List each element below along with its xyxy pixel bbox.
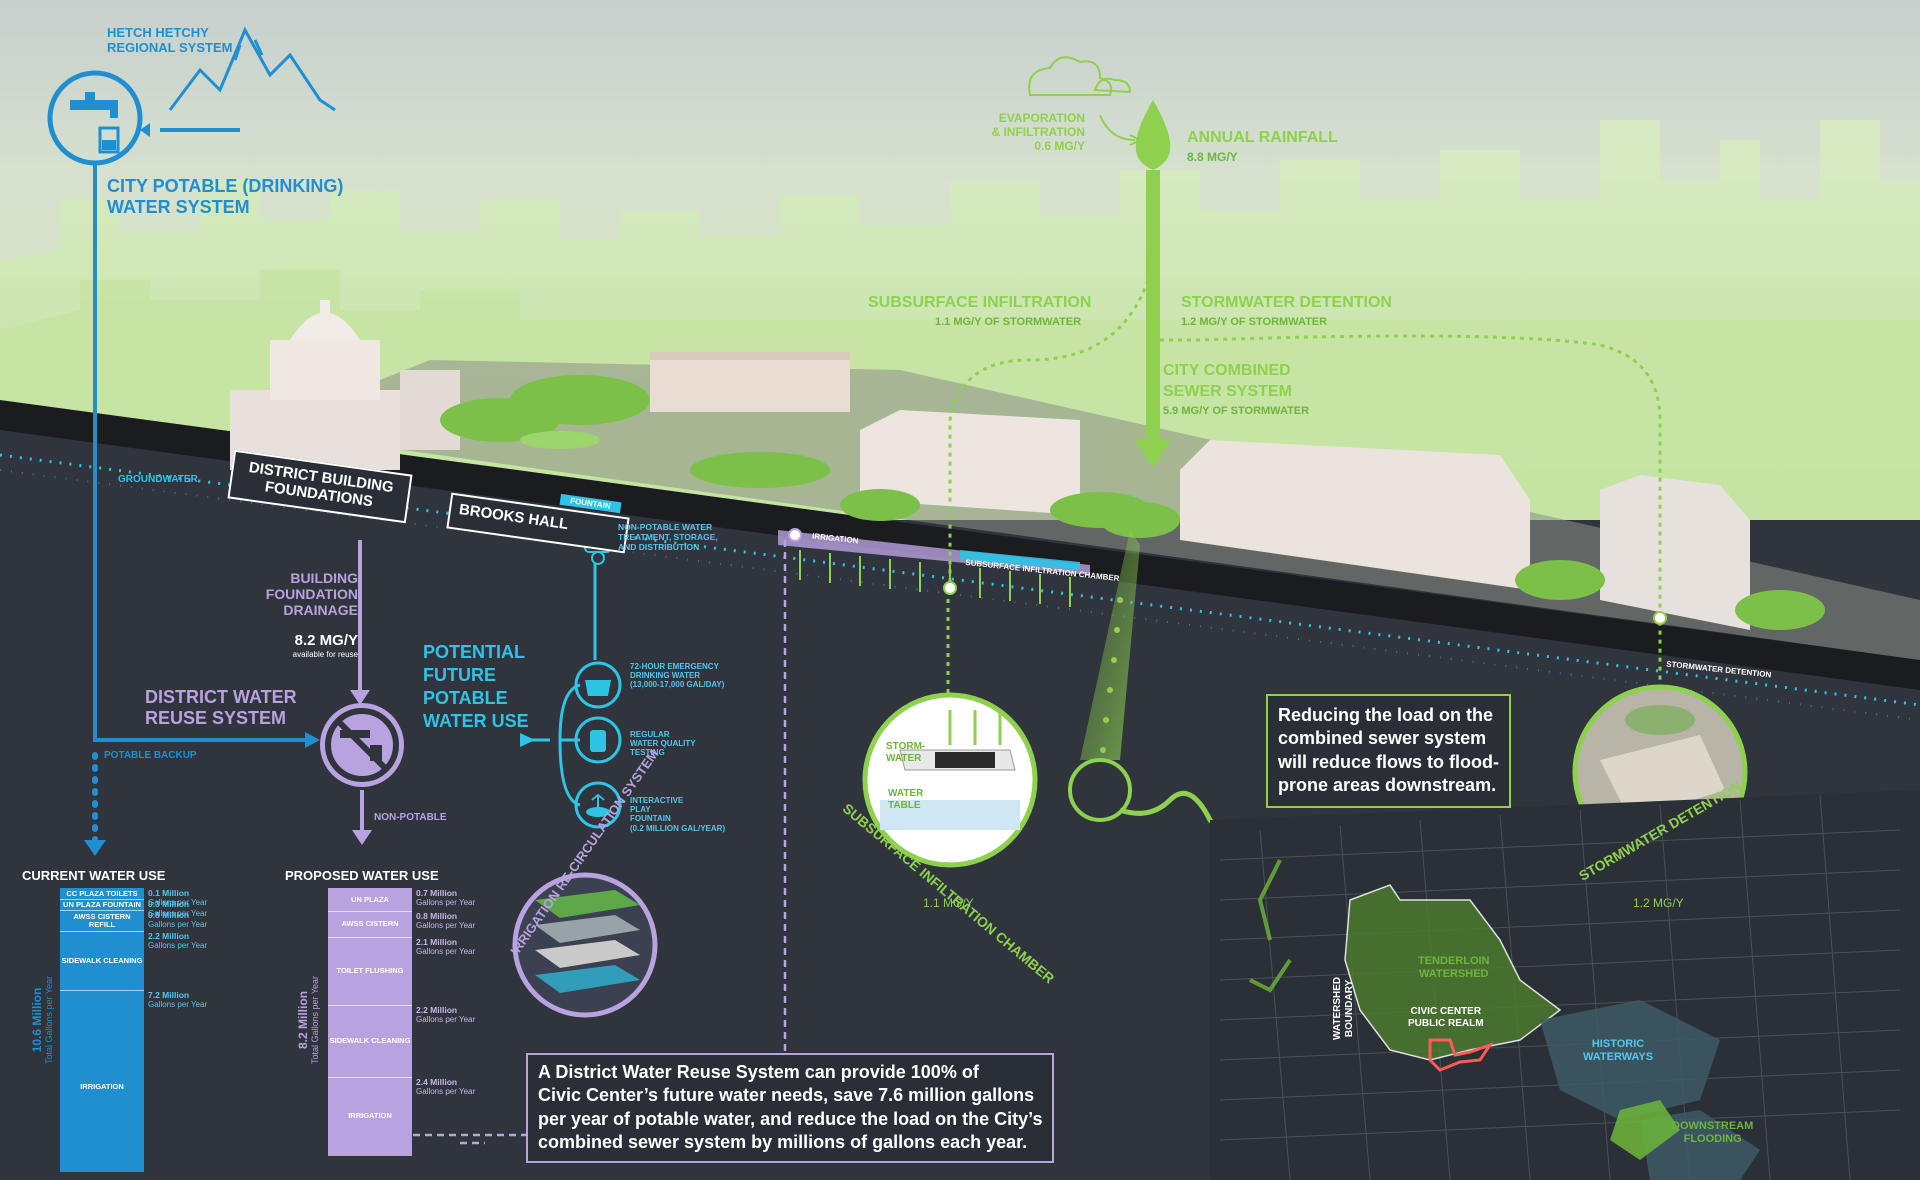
chamber-value: 1.1 MG/Y [923,896,974,910]
stormwater-detention-value: 1.2 MG/Y OF STORMWATER [1181,316,1328,328]
library-building [860,410,1080,515]
proposed-use-segment: IRRIGATION [328,1077,412,1156]
water-quality-testing-label: REGULAR WATER QUALITY TESTING [630,730,696,758]
emergency-water-icon [574,661,622,709]
annual-rainfall-value: 8.8 MG/Y [1187,150,1238,164]
groundwater-label: GROUNDWATER [118,474,198,485]
proposed-use-segment: SIDEWALK CLEANING [328,1005,412,1078]
state-building [1600,475,1750,630]
current-total: 10.6 Million Total Gallons per Year [30,975,54,1065]
evaporation-label: EVAPORATION & INFILTRATION 0.6 MG/Y [991,111,1085,153]
current-use-segment: CC PLAZA TOILETS [60,888,144,900]
downstream-flooding-label: DOWNSTREAM FLOODING [1672,1120,1754,1145]
current-use-segment: SIDEWALK CLEANING [60,931,144,991]
non-potable-label: NON-POTABLE [374,812,447,823]
watershed-map [1210,790,1920,1180]
play-fountain-icon [574,781,622,829]
stormwater-detention-label: STORMWATER DETENTION [1181,294,1392,311]
proposed-water-use-title: PROPOSED WATER USE [285,868,439,883]
proposed-use-segment: UN PLAZA [328,888,412,912]
proposed-use-segment: AWSS CISTERN [328,911,412,938]
detention-value: 1.2 MG/Y [1633,896,1684,910]
drainage-value: 8.2 MG/Y [294,632,358,649]
water-testing-icon [574,716,622,764]
subsurface-infiltration-label: SUBSURFACE INFILTRATION [868,294,1092,311]
watershed-boundary-label: WATERSHED BOUNDARY [1332,976,1355,1040]
water-table-label: WATER TABLE [888,788,924,811]
asian-art-museum [650,352,850,412]
historic-waterways-shape [1540,1000,1720,1120]
historic-waterways-label: HISTORIC WATERWAYS [1583,1038,1654,1063]
civic-center-outline [1428,1038,1494,1072]
potable-backup-label: POTABLE BACKUP [104,750,197,761]
district-water-reuse-label: DISTRICT WATER REUSE SYSTEM [145,687,297,728]
storm-water-label: STORM- WATER [886,741,926,764]
potable-tap-icon [47,70,143,166]
civic-center-label: CIVIC CENTER PUBLIC REALM [1408,1006,1484,1029]
city-potable-label: CITY POTABLE (DRINKING) WATER SYSTEM [107,176,344,217]
building-foundation-drainage-label: BUILDING FOUNDATION DRAINAGE [265,570,358,619]
proposed-use-segment: TOILET FLUSHING [328,937,412,1006]
potential-future-potable-label: POTENTIAL FUTURE POTABLE WATER USE [423,642,529,731]
cloud-icon [1028,56,1132,96]
rainfall-stem [1146,170,1160,440]
mountains-icon [168,26,336,112]
city-combined-sewer-label: CITY COMBINED SEWER SYSTEM [1163,362,1292,400]
hetch-hetchy-label: HETCH HETCHY REGIONAL SYSTEM [107,25,233,55]
non-potable-tap-icon [320,703,404,787]
subsurface-chamber-detail [862,692,1038,868]
sewer-callout: Reducing the load on the combined sewer … [1266,694,1512,808]
play-fountain-label: INTERACTIVE PLAY FOUNTAIN (0.2 MILLION G… [630,796,726,833]
potable-pipes [93,128,310,742]
reuse-callout: A District Water Reuse System can provid… [526,1053,1055,1163]
annual-rainfall-label: ANNUAL RAINFALL [1187,129,1338,146]
proposed-total: 8.2 Million Total Gallons per Year [296,975,320,1065]
non-potable-storage-label: NON-POTABLE WATER TREATMENT, STORAGE, AN… [618,522,718,552]
tenderloin-label: TENDERLOIN WATERSHED [1418,955,1490,980]
current-use-segment: AWSS CISTERN REFILL [60,910,144,932]
emergency-water-label: 72-HOUR EMERGENCY DRINKING WATER (13,000… [630,662,725,690]
bill-graham-auditorium [1180,440,1530,590]
subsurface-infiltration-value: 1.1 MG/Y OF STORMWATER [935,316,1082,328]
irrigation-recirculation-detail [512,872,658,1018]
tree-canopy [440,375,1825,630]
current-water-use-title: CURRENT WATER USE [22,868,166,883]
city-hall-building [230,300,460,470]
sewer-tube [1080,530,1140,760]
downstream-flooding-shape [1610,1100,1680,1160]
tenderloin-watershed-shape [1344,884,1562,1061]
current-use-segment: IRRIGATION [60,990,144,1180]
street-slab [0,400,1920,690]
city-combined-sewer-value: 5.9 MG/Y OF STORMWATER [1163,405,1310,417]
infiltration-arrows [799,550,1071,607]
lawn [520,431,600,449]
reuse-pipes [358,540,364,830]
available-for-reuse-label: available for reuse [292,650,358,659]
current-use-segment: UN PLAZA FOUNTAIN [60,899,144,911]
